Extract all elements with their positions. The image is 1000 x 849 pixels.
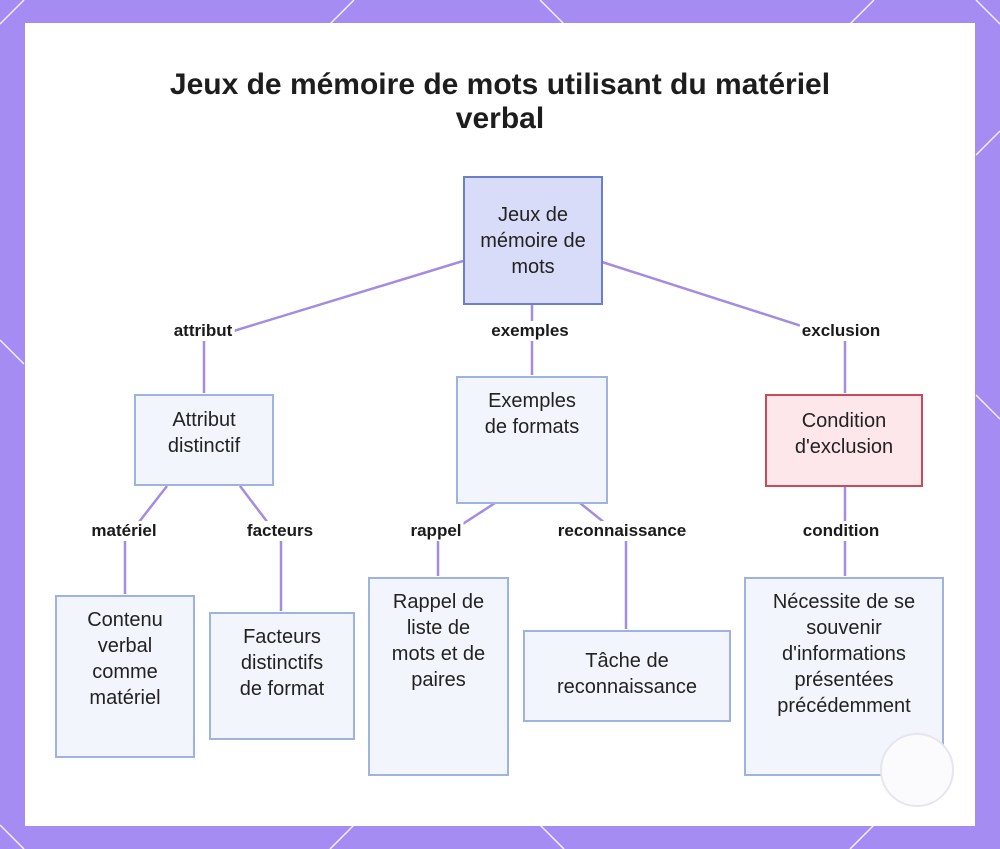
edge-label-condition: condition bbox=[800, 521, 882, 541]
node-necessite-souvenir: Nécessite de se souvenir d'informations … bbox=[744, 577, 944, 776]
node-condition-exclusion: Condition d'exclusion bbox=[765, 394, 923, 487]
node-rappel-liste: Rappel de liste de mots et de paires bbox=[368, 577, 509, 776]
edge-label-rappel: rappel bbox=[408, 521, 464, 541]
edge-label-materiel: matériel bbox=[89, 521, 159, 541]
edge-label-exclusion: exclusion bbox=[799, 321, 883, 341]
node-tache-reconnaissance: Tâche de reconnaissance bbox=[523, 630, 731, 722]
node-facteurs-distinctifs: Facteurs distinctifs de format bbox=[209, 612, 355, 740]
diagram-title: Jeux de mémoire de mots utilisant du mat… bbox=[169, 68, 831, 135]
watermark-logo bbox=[880, 733, 954, 807]
node-attribut-distinctif: Attribut distinctif bbox=[134, 394, 274, 486]
edge-label-exemples: exemples bbox=[489, 321, 571, 341]
edge-label-reconnaissance: reconnaissance bbox=[555, 521, 689, 541]
edge-label-attribut: attribut bbox=[171, 321, 235, 341]
edge-label-facteurs: facteurs bbox=[244, 521, 316, 541]
node-contenu-verbal: Contenu verbal comme matériel bbox=[55, 595, 195, 758]
node-root: Jeux de mémoire de mots bbox=[463, 176, 603, 305]
node-exemples-formats: Exemples de formats bbox=[456, 376, 608, 504]
